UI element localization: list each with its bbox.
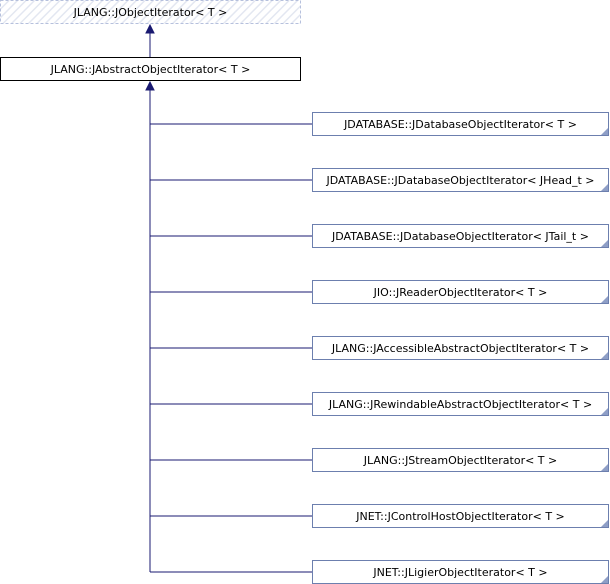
node-box bbox=[312, 448, 609, 472]
corner-mark-icon bbox=[601, 128, 608, 135]
node-box bbox=[312, 336, 609, 360]
corner-mark-icon bbox=[601, 464, 608, 471]
node-box bbox=[0, 0, 301, 24]
corner-mark-icon bbox=[601, 576, 608, 583]
node-box bbox=[312, 168, 609, 192]
node-jdatabaseobjectiterator-jhead[interactable]: JDATABASE::JDatabaseObjectIterator< JHea… bbox=[312, 168, 609, 192]
node-box bbox=[312, 224, 609, 248]
node-label: JLANG::JObjectIterator< T > bbox=[73, 6, 228, 19]
node-jdatabaseobjectiterator-t[interactable]: JDATABASE::JDatabaseObjectIterator< T > bbox=[312, 112, 609, 136]
node-label: JDATABASE::JDatabaseObjectIterator< T > bbox=[343, 118, 577, 131]
node-jcontrolhostobjectiterator[interactable]: JNET::JControlHostObjectIterator< T > bbox=[312, 504, 609, 528]
node-jligierobjectiterator[interactable]: JNET::JLigierObjectIterator< T > bbox=[312, 560, 609, 584]
derived-nodes: JDATABASE::JDatabaseObjectIterator< T > … bbox=[312, 112, 609, 584]
node-label: JLANG::JAbstractObjectIterator< T > bbox=[50, 63, 251, 76]
node-jobjectiterator[interactable]: JLANG::JObjectIterator< T > bbox=[0, 0, 301, 24]
node-box bbox=[312, 392, 609, 416]
corner-mark-icon bbox=[601, 408, 608, 415]
node-label: JLANG::JAccessibleAbstractObjectIterator… bbox=[331, 342, 589, 355]
edges bbox=[145, 23, 313, 573]
corner-mark-icon bbox=[601, 184, 608, 191]
node-label: JDATABASE::JDatabaseObjectIterator< JTai… bbox=[331, 230, 589, 243]
node-jreaderobjectiterator[interactable]: JIO::JReaderObjectIterator< T > bbox=[312, 280, 609, 304]
node-jstreamobjectiterator[interactable]: JLANG::JStreamObjectIterator< T > bbox=[312, 448, 609, 472]
node-jrewindableabstractobjectiterator[interactable]: JLANG::JRewindableAbstractObjectIterator… bbox=[312, 392, 609, 416]
node-label: JIO::JReaderObjectIterator< T > bbox=[373, 286, 548, 299]
node-jaccessibleabstractobjectiterator[interactable]: JLANG::JAccessibleAbstractObjectIterator… bbox=[312, 336, 609, 360]
node-jdatabaseobjectiterator-jtail[interactable]: JDATABASE::JDatabaseObjectIterator< JTai… bbox=[312, 224, 609, 248]
node-label: JNET::JControlHostObjectIterator< T > bbox=[355, 510, 565, 523]
corner-mark-icon bbox=[601, 240, 608, 247]
node-box bbox=[312, 112, 609, 136]
node-box bbox=[312, 280, 609, 304]
corner-mark-icon bbox=[601, 520, 608, 527]
corner-mark-icon bbox=[601, 352, 608, 359]
edge-branches bbox=[150, 123, 313, 573]
node-label: JDATABASE::JDatabaseObjectIterator< JHea… bbox=[326, 174, 595, 187]
arrowhead-external bbox=[145, 23, 155, 34]
arrowhead-base bbox=[145, 80, 155, 91]
corner-mark-icon bbox=[601, 296, 608, 303]
node-label: JLANG::JStreamObjectIterator< T > bbox=[363, 454, 557, 467]
node-box bbox=[312, 504, 609, 528]
node-jabstractobjectiterator[interactable]: JLANG::JAbstractObjectIterator< T > bbox=[0, 57, 301, 81]
node-label: JNET::JLigierObjectIterator< T > bbox=[372, 566, 547, 579]
node-box bbox=[0, 57, 301, 81]
node-label: JLANG::JRewindableAbstractObjectIterator… bbox=[328, 398, 592, 411]
